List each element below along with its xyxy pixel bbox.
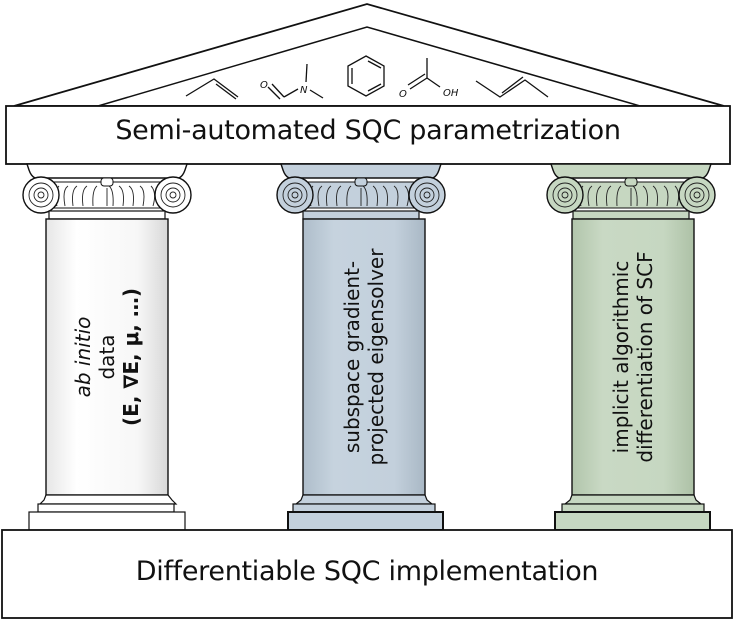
pillar-1 (22, 163, 192, 531)
nitrogen-label: N (300, 85, 308, 96)
atom-labels: O N O OH (260, 80, 459, 100)
dmf-molecule (267, 63, 324, 100)
oxygen-label: O (260, 80, 268, 91)
pillar-2-label: subspace gradient- projected eigensolver (333, 219, 395, 495)
benzene-molecule (347, 55, 385, 97)
pillar-3-line-1: implicit algorithmic (609, 260, 633, 454)
pillar-2 (276, 163, 446, 531)
acetic-acid-molecule (407, 58, 441, 90)
pillar-1-label: ab initio data (E, ∇E, μ, …) (71, 219, 143, 495)
hydroxyl-label: OH (443, 88, 459, 99)
foundation (1, 529, 733, 619)
entablature-title: Semi-automated SQC parametrization (115, 115, 621, 146)
pillar-3 (546, 163, 716, 531)
oxygen-label-2: O (399, 89, 407, 100)
propene-molecule (185, 78, 239, 100)
pillar-2-line-1: subspace gradient- (340, 260, 364, 454)
pillar-3-label: implicit algorithmic differentiation of … (602, 219, 664, 495)
entablature (5, 105, 731, 165)
pillar-1-line-1: ab initio data (71, 316, 119, 398)
foundation-title: Differentiable SQC implementation (135, 556, 599, 587)
pillar-3-line-2: differentiation of SCF (633, 251, 657, 463)
pillar-1-line-2: (E, ∇E, μ, …) (119, 288, 143, 426)
pillar-2-line-2: projected eigensolver (364, 248, 388, 466)
butene-molecule (475, 76, 549, 98)
molecules (185, 55, 549, 100)
